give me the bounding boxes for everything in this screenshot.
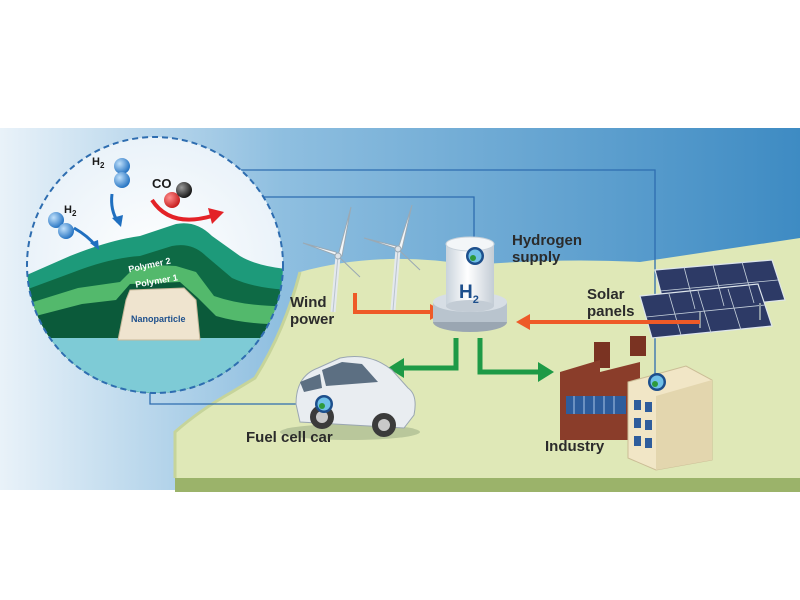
co-repel-arrow	[150, 198, 213, 222]
solar-panels	[639, 259, 786, 339]
filter-badge-icon	[466, 247, 484, 265]
hydrogen-tank	[433, 236, 507, 332]
industry-filter-badge-icon	[648, 373, 666, 391]
h2-molecule-icon	[48, 158, 130, 239]
fuel-cell-car-label: Fuel cell car	[246, 429, 333, 446]
h2-label-left: H2	[64, 204, 77, 218]
industry-label: Industry	[545, 438, 605, 455]
solar-panels-label: Solar panels	[587, 286, 635, 320]
industry-building	[560, 336, 713, 471]
h2-to-car-arrow	[388, 338, 459, 378]
h2-label-top: H2	[92, 156, 105, 170]
wind-power-label: Wind power	[290, 294, 335, 328]
solar-to-h2-arrow	[516, 314, 700, 330]
co-label: CO	[152, 176, 172, 191]
hydrogen-supply-label: Hydrogen supply	[512, 232, 583, 266]
wind-turbines	[302, 204, 421, 313]
cliff-edge	[173, 271, 302, 478]
h2-to-industry-arrow	[477, 338, 554, 382]
nanoparticle-label: Nanoparticle	[131, 314, 186, 324]
ground-strip	[175, 478, 800, 492]
car-filter-badge-icon	[315, 395, 333, 413]
co-molecule-icon	[164, 182, 192, 208]
tank-h2-symbol: H2	[459, 282, 479, 306]
fuel-cell-car	[280, 356, 420, 440]
